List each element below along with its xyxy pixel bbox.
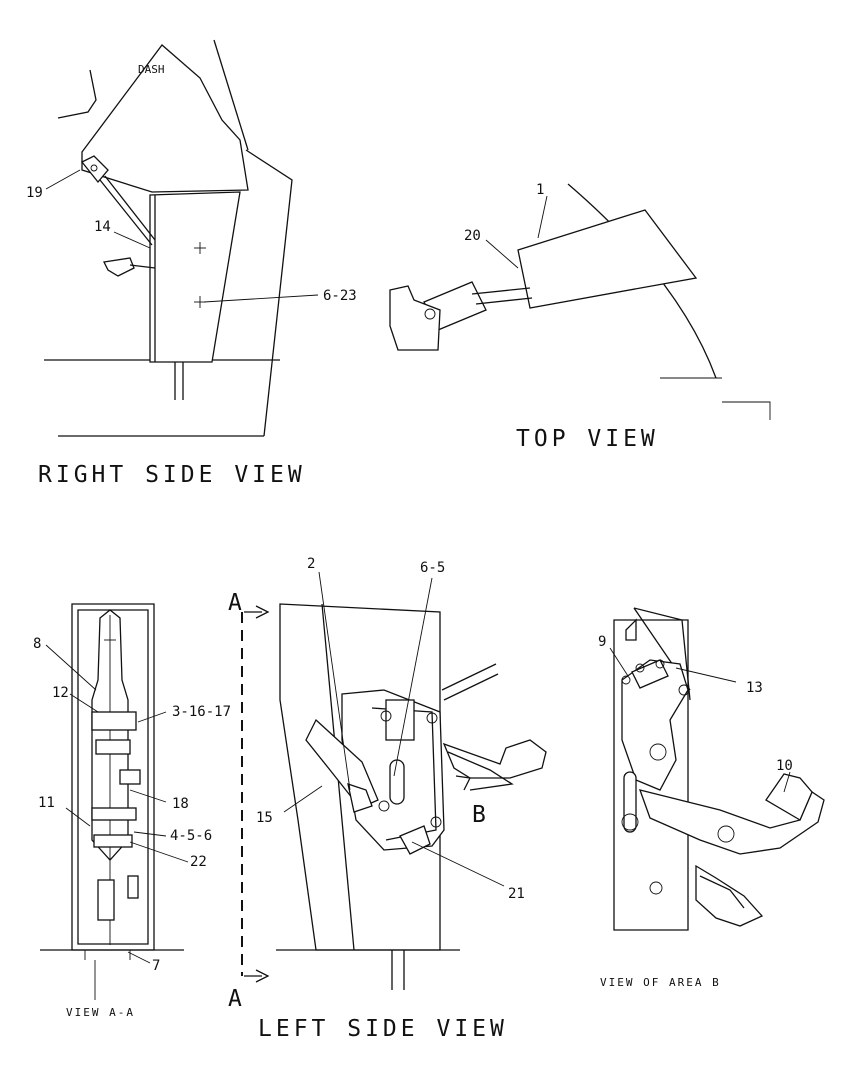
callout-7: 7 <box>152 958 160 974</box>
top-view-title: TOP VIEW <box>516 426 659 452</box>
callout-1: 1 <box>536 182 544 198</box>
view-of-area-b-title: VIEW OF AREA B <box>600 976 721 989</box>
callout-18: 18 <box>172 796 189 812</box>
callout-4-5-6: 4-5-6 <box>170 828 212 844</box>
left-side-view: 2 6-5 15 21 B A A LEFT SIDE VIEW <box>228 556 547 1042</box>
callout-10: 10 <box>776 758 793 774</box>
callout-3-16-17: 3-16-17 <box>172 704 231 720</box>
right-side-view-title: RIGHT SIDE VIEW <box>38 462 306 488</box>
callout-11: 11 <box>38 795 55 811</box>
view-of-area-b: 9 13 10 VIEW OF AREA B <box>598 607 825 989</box>
callout-19: 19 <box>26 185 43 201</box>
section-a-bottom-label: A <box>228 986 246 1012</box>
callout-9: 9 <box>598 634 606 650</box>
callout-20: 20 <box>464 228 481 244</box>
callout-12: 12 <box>52 685 69 701</box>
view-a-a: 8 12 3-16-17 18 11 4-5-6 22 7 VIEW A-A <box>33 603 231 1019</box>
callout-6-5: 6-5 <box>420 560 445 576</box>
callout-14: 14 <box>94 219 111 235</box>
callout-6-23: 6-23 <box>323 288 357 304</box>
view-a-a-title: VIEW A-A <box>66 1006 135 1019</box>
dash-label: DASH <box>138 63 165 76</box>
callout-2: 2 <box>307 556 315 572</box>
left-side-view-title: LEFT SIDE VIEW <box>258 1016 508 1042</box>
top-view: 1 20 TOP VIEW <box>389 182 771 452</box>
callout-13: 13 <box>746 680 763 696</box>
callout-15: 15 <box>256 810 273 826</box>
right-side-view: DASH 19 14 6-23 RIGHT SIDE VIEW <box>26 39 357 488</box>
area-b-marker: B <box>472 802 490 828</box>
callout-8: 8 <box>33 636 41 652</box>
callout-22: 22 <box>190 854 207 870</box>
callout-21: 21 <box>508 886 525 902</box>
section-a-top-label: A <box>228 590 246 616</box>
